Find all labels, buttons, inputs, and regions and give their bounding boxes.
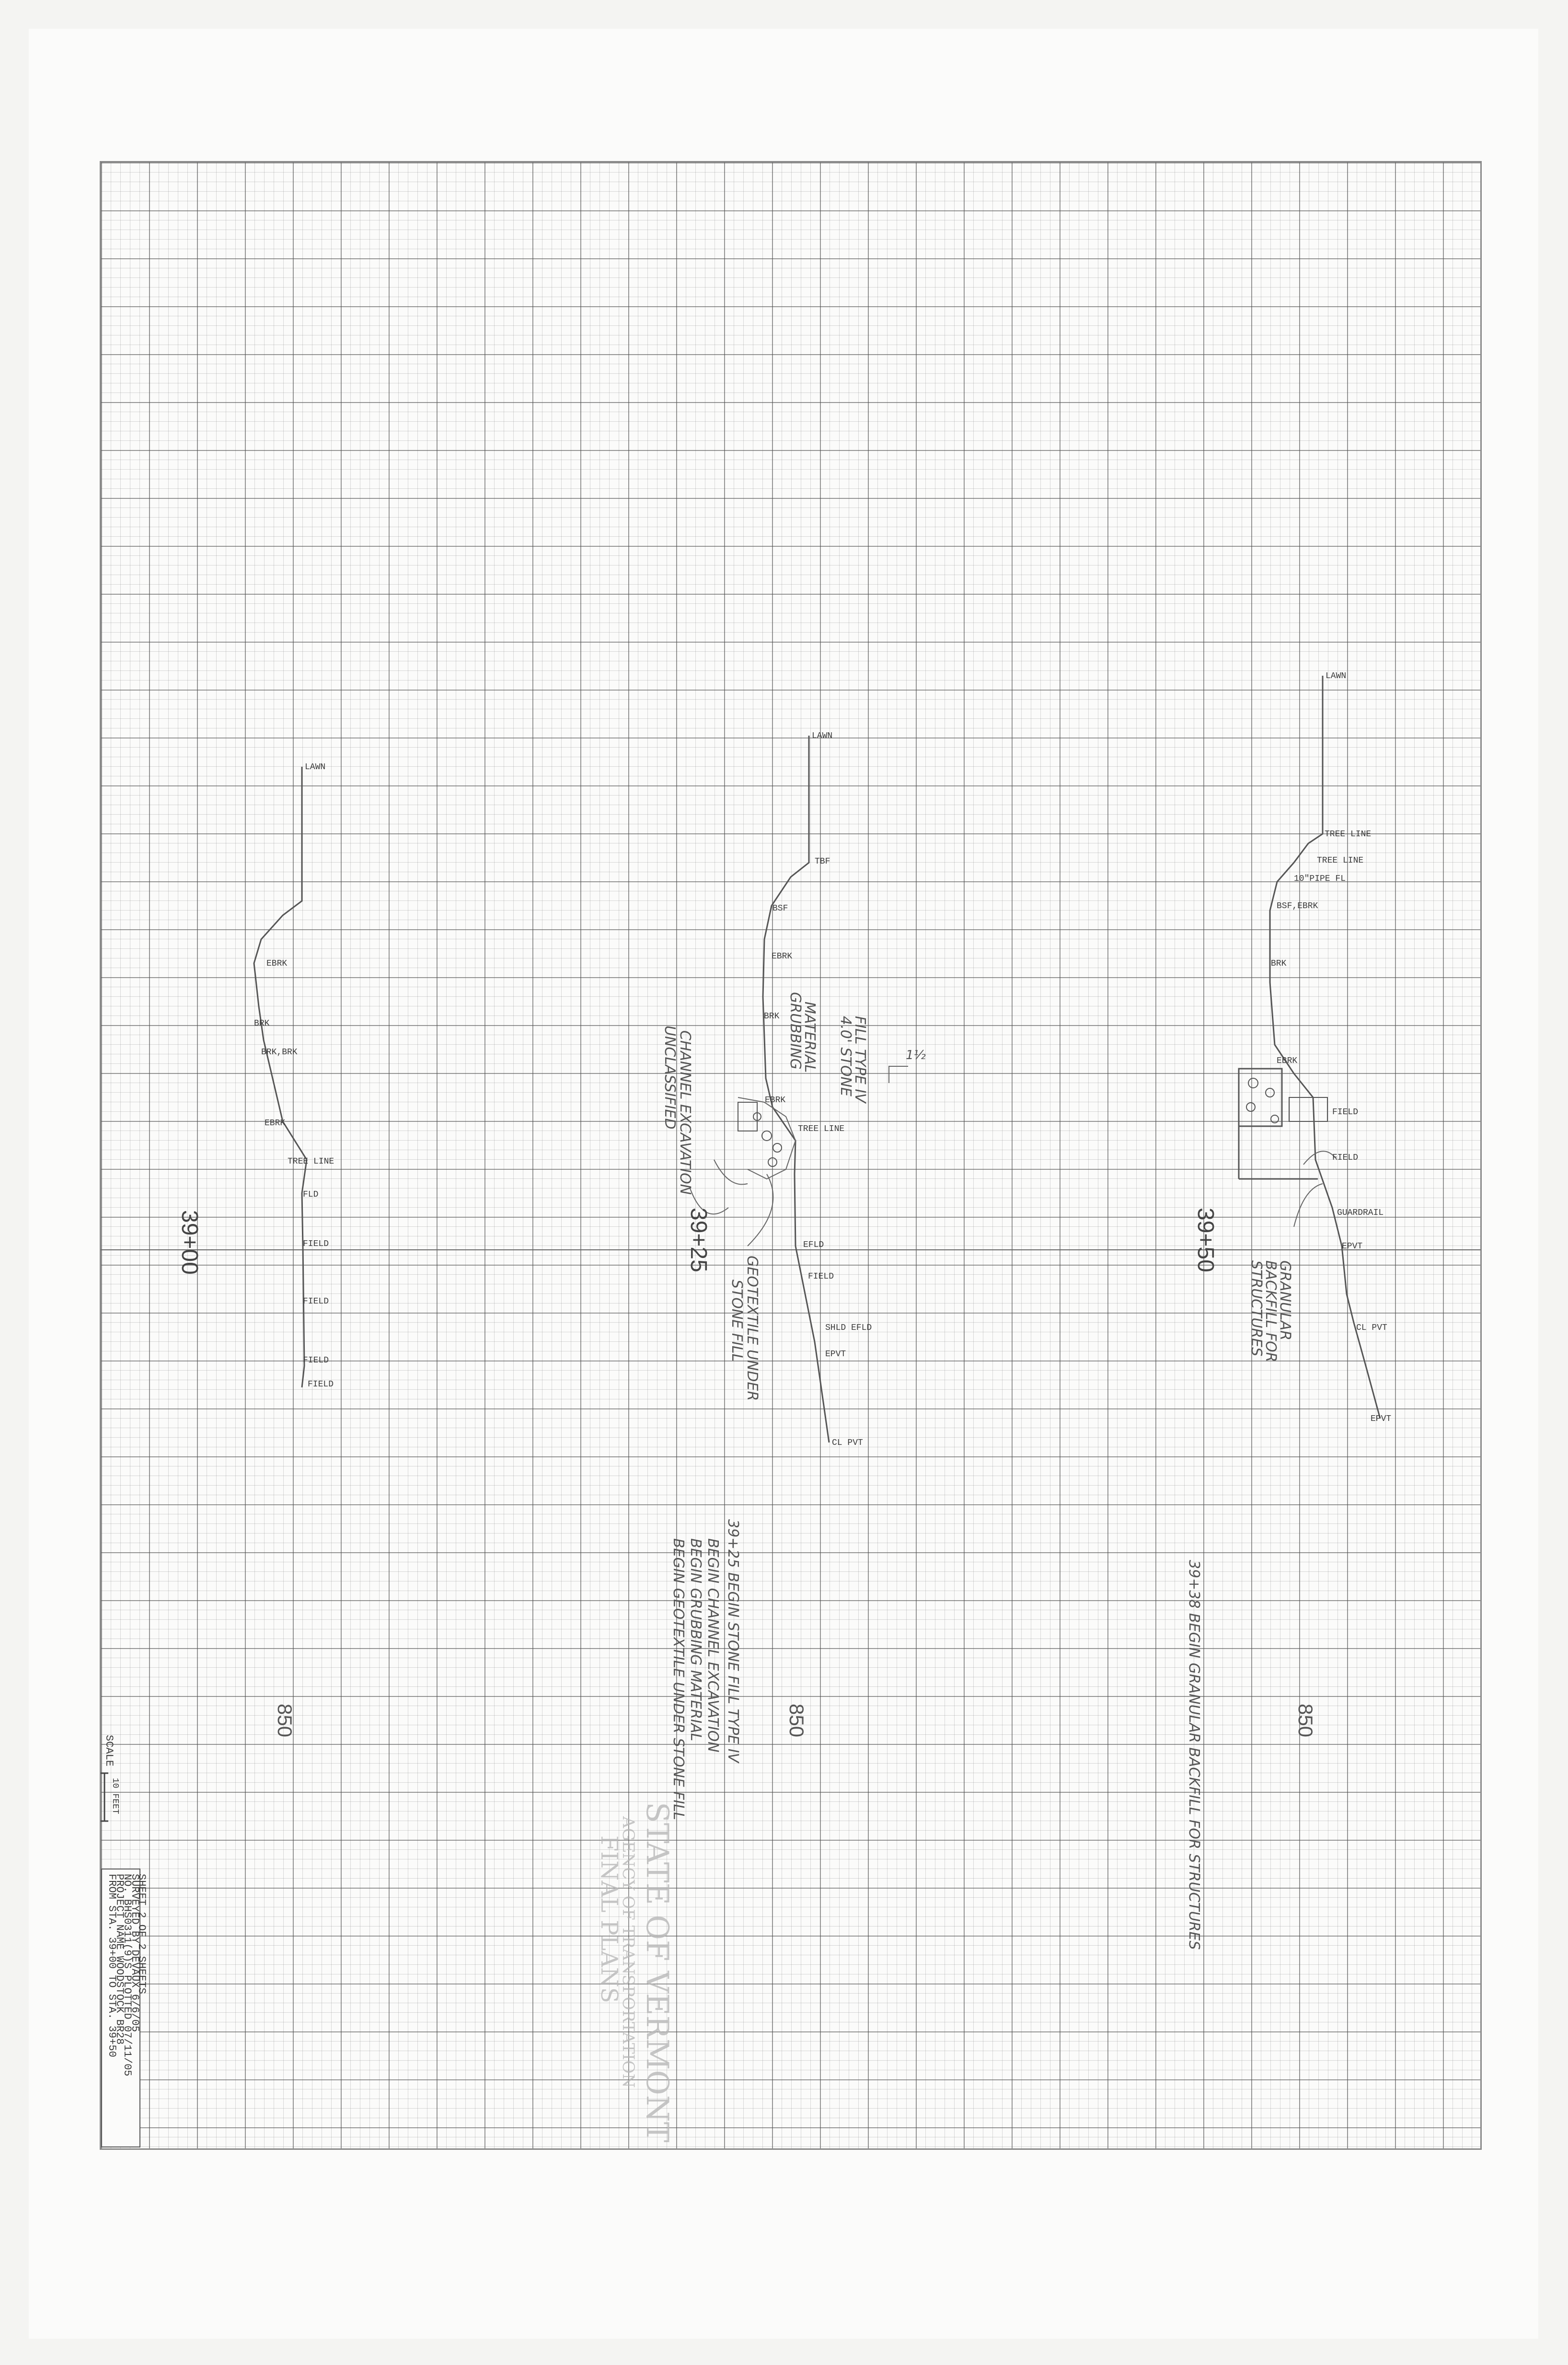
title-project-no: NO. BHS0311(9)S PLOTTED 07/11/05 xyxy=(121,1874,133,2076)
label-tbf: TBF xyxy=(815,857,830,866)
title-from-to: FROM STA. 39+00 TO STA. 39+50 xyxy=(106,1874,118,2057)
note-geotextile: GEOTEXTILE UNDER xyxy=(744,1256,761,1401)
stamp-state: STATE OF VERMONT xyxy=(639,1802,675,2143)
label-epvt: EPVT xyxy=(1371,1414,1391,1424)
label-tree-line: TREE LINE xyxy=(1325,830,1371,839)
profile-line-39-50 xyxy=(1269,676,1381,1419)
channel-excavation-outline xyxy=(738,1097,796,1180)
callout-leader xyxy=(1303,1151,1337,1165)
label-fld: FLD xyxy=(303,1190,318,1200)
label-field: FIELD xyxy=(303,1297,329,1306)
stone-symbol xyxy=(1248,1078,1258,1088)
note-line: BEGIN GEOTEXTILE UNDER STONE FILL xyxy=(670,1538,687,1820)
label-ebrk: EBRK xyxy=(1277,1056,1297,1066)
handwritten-notes: 39+25 BEGIN STONE FILL TYPE IV BEGIN CHA… xyxy=(670,1519,1202,1950)
note-grubbing: GRUBBING xyxy=(787,992,804,1070)
label-guardrail: GUARDRAIL xyxy=(1337,1208,1384,1218)
stone-symbol xyxy=(772,1143,782,1153)
note-stone-fill: STONE FILL xyxy=(728,1280,745,1361)
note-granular-backfill: 39+38 BEGIN GRANULAR BACKFILL FOR STRUCT… xyxy=(1186,1560,1202,1950)
note-granular: GRANULAR xyxy=(1277,1260,1293,1340)
label-field: FIELD xyxy=(303,1356,329,1365)
note-material: MATERIAL xyxy=(801,1002,818,1073)
station-label-39-25: 39+25 xyxy=(686,1208,711,1272)
slope-indicator xyxy=(888,1066,908,1083)
label-field: FIELD xyxy=(1332,1153,1358,1163)
elevation-label: 850 xyxy=(274,1704,296,1737)
note-backfill-for: BACKFILL FOR xyxy=(1262,1260,1279,1362)
note-stone: 4.0' STONE xyxy=(837,1016,854,1096)
state-stamp: STATE OF VERMONT AGENCY OF TRANSPORTATIO… xyxy=(596,1802,675,2143)
label-brk: BRK xyxy=(1271,959,1287,969)
label-efld: EFLD xyxy=(803,1240,824,1250)
note-line: BEGIN CHANNEL EXCAVATION xyxy=(704,1538,721,1753)
stamp-final-plans: FINAL PLANS xyxy=(596,1835,623,2003)
title-project-name: PROJECT NAME WOODSTOCK BR28 xyxy=(114,1874,126,2044)
label-brk: BRK xyxy=(254,1019,270,1028)
elevation-label: 850 xyxy=(1294,1704,1317,1737)
label-lawn: LAWN xyxy=(812,731,832,741)
label-brk: BRK xyxy=(764,1012,780,1021)
station-label-39-00: 39+00 xyxy=(177,1210,202,1275)
stone-symbol xyxy=(1246,1102,1256,1112)
callout-leader xyxy=(1293,1183,1323,1227)
slope-ratio: 1½ xyxy=(906,1048,926,1062)
label-field: FIELD xyxy=(308,1380,334,1389)
label-lawn: LAWN xyxy=(305,762,325,772)
title-surveyed-by: SURVEYED BY DEVAUX 6/6/05 xyxy=(129,1874,141,2032)
profile-line-39-00 xyxy=(253,767,308,1388)
callout-leader xyxy=(747,1174,774,1246)
label-epvt: EPVT xyxy=(1342,1242,1362,1251)
label-ebrk: EBRK xyxy=(765,1096,785,1105)
section-39-25: 1½ LAWN TBF BSF EBRK BRK EBRK TREE LINE … xyxy=(661,731,926,1737)
stone-symbol xyxy=(761,1131,772,1141)
granular-backfill-block xyxy=(1238,1068,1283,1127)
label-bsf: BSF xyxy=(772,904,788,913)
label-lawn: LAWN xyxy=(1326,671,1346,681)
title-sheet: SHEET 2 OF 2 SHEETS xyxy=(136,1874,148,1994)
callout-leader xyxy=(690,1188,729,1215)
note-line: 39+25 BEGIN STONE FILL TYPE IV xyxy=(725,1519,741,1764)
stamp-agency: AGENCY OF TRANSPORTATION xyxy=(619,1816,638,2088)
note-structures: STRUCTURES xyxy=(1248,1260,1265,1356)
section-39-00: LAWN EBRK BRK BRK,BRK EBRK TREE LINE FLD… xyxy=(177,762,334,1737)
label-ebrk: EBRK xyxy=(772,952,792,961)
label-cl-pvt: CL PVT xyxy=(832,1438,863,1448)
label-field: FIELD xyxy=(303,1239,329,1249)
label-field: FIELD xyxy=(808,1272,834,1281)
scale-bar: SCALE 10 FEET xyxy=(101,1735,120,1822)
station-label-39-50: 39+50 xyxy=(1193,1208,1218,1272)
label-field: FIELD xyxy=(1332,1108,1358,1117)
label-cl-pvt: CL PVT xyxy=(1356,1323,1387,1333)
scale-value: 10 FEET xyxy=(110,1778,120,1814)
callout-leader xyxy=(714,1159,748,1185)
title-block: FROM STA. 39+00 TO STA. 39+50 PROJECT NA… xyxy=(101,1869,148,2147)
pipe-outline xyxy=(1289,1097,1328,1122)
label-shld-efld: SHLD EFLD xyxy=(825,1323,872,1333)
section-39-50: LAWN TREE LINE TREE LINE 10"PIPE FL BSF,… xyxy=(1193,671,1391,1737)
label-tree-line: TREE LINE xyxy=(288,1157,334,1166)
stone-fill-block xyxy=(738,1102,758,1131)
label-tree-line: TREE LINE xyxy=(798,1124,844,1134)
label-pipe-fl: 10"PIPE FL xyxy=(1294,874,1346,884)
stone-symbol xyxy=(1265,1088,1275,1097)
note-line: BEGIN GRUBBING MATERIAL xyxy=(687,1538,704,1741)
label-brk-brk: BRK,BRK xyxy=(261,1048,298,1057)
label-bsf-ebrk: BSF,EBRK xyxy=(1277,901,1318,911)
note-unclassified: UNCLASSIFIED xyxy=(661,1026,678,1130)
note-fill-type: FILL TYPE IV xyxy=(852,1016,868,1104)
profile-line-39-25 xyxy=(762,736,830,1443)
stone-symbol xyxy=(753,1112,761,1121)
label-ebrk: EBRK xyxy=(266,959,287,969)
elevation-label: 850 xyxy=(785,1704,808,1737)
label-epvt: EPVT xyxy=(825,1350,846,1359)
label-tree-line: TREE LINE xyxy=(1317,856,1363,865)
stone-symbol xyxy=(768,1157,777,1167)
scale-label: SCALE xyxy=(103,1735,115,1766)
label-ebrk: EBRK xyxy=(265,1119,285,1128)
note-channel-excavation: CHANNEL EXCAVATION xyxy=(677,1030,693,1195)
stone-symbol xyxy=(1270,1115,1279,1123)
